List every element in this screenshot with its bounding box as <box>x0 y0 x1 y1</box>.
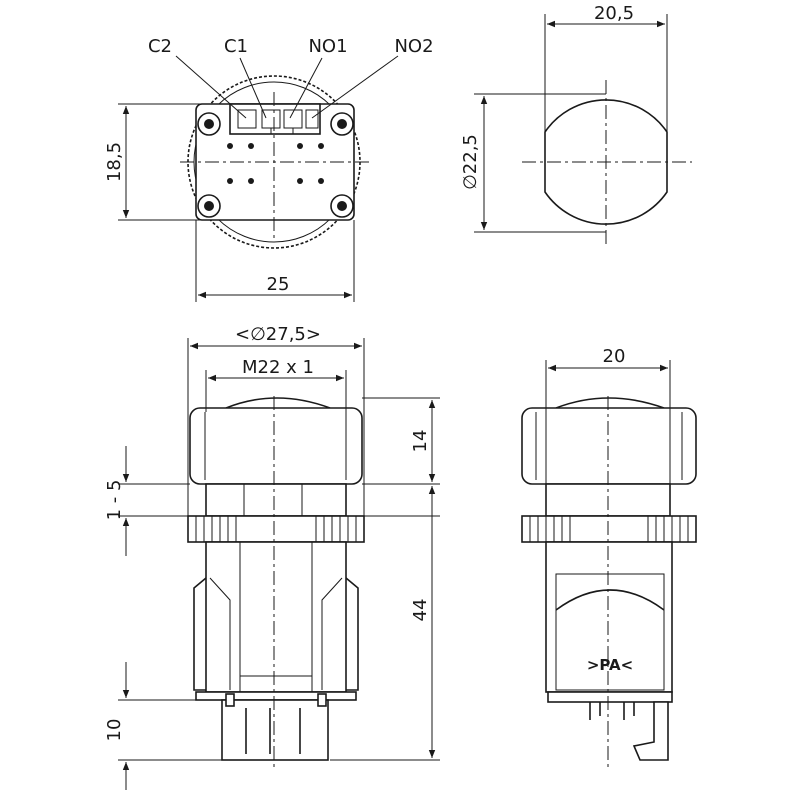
latch <box>632 701 669 761</box>
terminal-strip <box>229 103 321 135</box>
dim-connector-label: 10 <box>104 719 125 742</box>
terminal-label-no1: NO1 <box>308 36 347 57</box>
front-body <box>545 541 673 693</box>
cap-body <box>189 407 363 485</box>
marking-label: >PA< <box>587 656 633 674</box>
screw-icon <box>197 112 354 218</box>
front-view: >PA< 20 <box>521 346 697 770</box>
dim-cap-height-label: 14 <box>410 430 431 453</box>
contact-dots <box>227 143 324 184</box>
connector <box>221 699 329 761</box>
knurled-nut <box>187 515 365 543</box>
dim-thread-label: M22 x 1 <box>242 357 314 378</box>
dim-outer-diameter-label: <∅27,5> <box>235 324 321 345</box>
cap-dim-diameter-label: ∅22,5 <box>460 134 481 190</box>
side-view: <∅27,5> M22 x 1 14 44 1 - 5 10 <box>104 324 440 790</box>
dim-body-length-label: 44 <box>410 599 431 622</box>
terminal-label-c2: C2 <box>148 36 172 57</box>
cap-view: 20,5 ∅22,5 <box>460 3 692 246</box>
terminal-label-c1: C1 <box>224 36 248 57</box>
cap-outline <box>544 99 668 225</box>
front-knurled-nut <box>521 515 697 543</box>
cap-dome <box>225 397 331 409</box>
dim-panel-range-label: 1 - 5 <box>104 480 125 521</box>
switch-body <box>205 541 347 693</box>
front-dim-width-label: 20 <box>603 346 626 367</box>
cap-dim-width-label: 20,5 <box>594 3 634 24</box>
terminal-label-no2: NO2 <box>394 36 433 57</box>
dim-height-label: 18,5 <box>104 142 125 182</box>
dim-width-label: 25 <box>267 274 290 295</box>
top-view: C2 C1 NO1 NO2 18,5 25 <box>104 36 434 302</box>
